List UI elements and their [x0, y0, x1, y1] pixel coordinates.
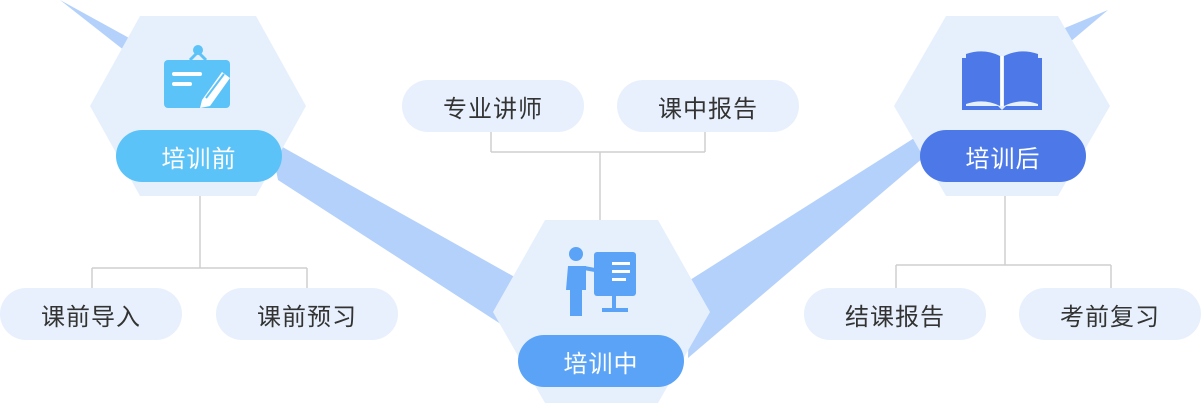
- stage-label-pre: 培训前: [116, 130, 282, 182]
- item-pre-2: 课前预习: [216, 288, 398, 340]
- ribbon-left-top: [60, 0, 140, 55]
- connector-during: [490, 130, 706, 220]
- item-during-2: 课中报告: [617, 80, 799, 132]
- ribbon-right-top: [1060, 10, 1108, 42]
- open-book-icon: [962, 51, 1042, 110]
- item-post-2: 考前复习: [1019, 288, 1201, 340]
- stage-label-post: 培训后: [920, 130, 1086, 182]
- item-during-1: 专业讲师: [402, 80, 584, 132]
- ribbon-left-to-center: [270, 140, 520, 330]
- notepad-pen-icon: [164, 45, 230, 108]
- ribbon-center-to-right: [688, 128, 930, 358]
- item-post-1: 结课报告: [804, 288, 986, 340]
- connector-post: [895, 196, 1112, 290]
- connector-pre: [91, 196, 308, 290]
- stage-label-during: 培训中: [518, 335, 684, 387]
- teacher-board-icon: [566, 247, 636, 316]
- item-pre-1: 课前导入: [0, 288, 182, 340]
